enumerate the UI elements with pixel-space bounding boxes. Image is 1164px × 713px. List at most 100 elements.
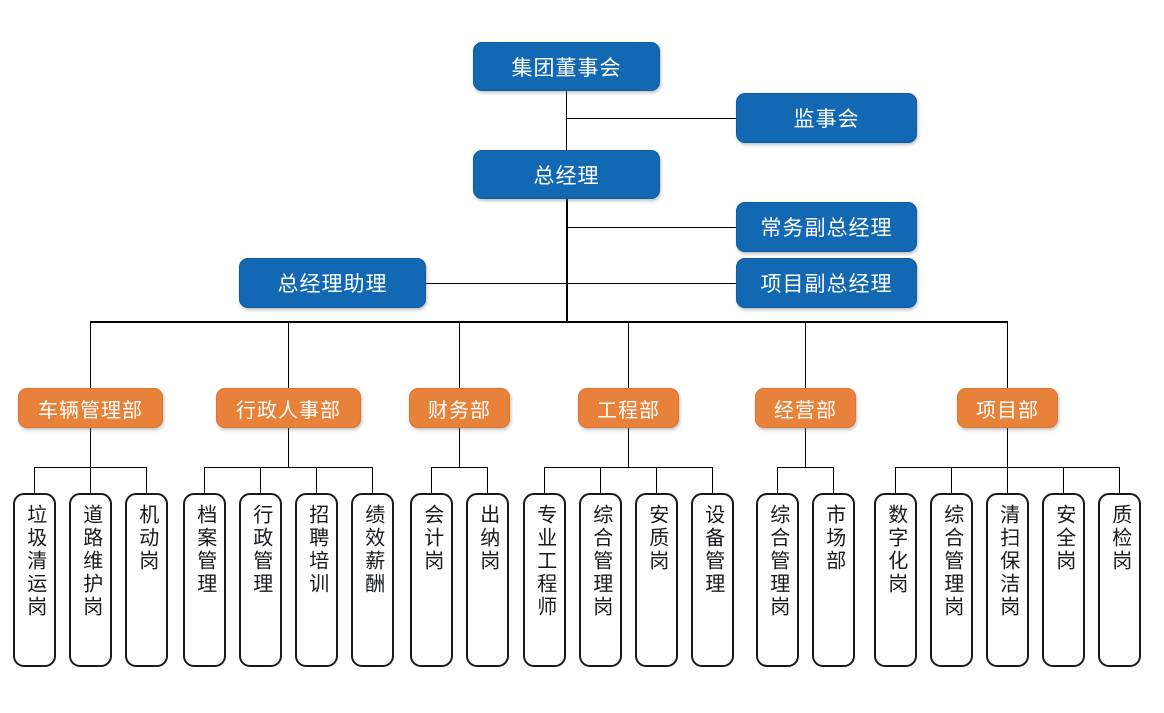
stem-project — [1007, 425, 1009, 467]
node-position-p12-label: 安质岗 — [645, 504, 668, 573]
node-supervisory-board-label: 监事会 — [793, 108, 860, 131]
drop-to-finance — [459, 321, 461, 388]
node-board-of-directors-label: 集团董事会 — [511, 56, 622, 80]
node-position-p10[interactable]: 专业工程师 — [523, 493, 566, 667]
node-position-p19[interactable]: 安全岗 — [1042, 493, 1085, 667]
node-supervisory-board[interactable]: 监事会 — [736, 93, 917, 143]
drop-p7 — [372, 467, 374, 494]
drop-p1 — [34, 467, 36, 494]
node-position-p8[interactable]: 会计岗 — [410, 493, 453, 667]
drop-p11 — [600, 467, 602, 494]
drop-p13 — [712, 467, 714, 494]
node-position-p7-label: 绩效薪酬 — [361, 504, 384, 596]
drop-p20 — [1119, 467, 1121, 494]
node-position-p17-label: 综合管理岗 — [940, 504, 963, 619]
node-position-p7[interactable]: 绩效薪酬 — [351, 493, 394, 667]
node-department-operations[interactable]: 经营部 — [755, 388, 856, 428]
drop-p15 — [833, 467, 835, 494]
node-position-p6-label: 招聘培训 — [305, 504, 328, 596]
drop-p18 — [1007, 467, 1009, 494]
node-position-p3[interactable]: 机动岗 — [125, 493, 168, 667]
bar-engineering — [544, 467, 712, 469]
drop-p17 — [951, 467, 953, 494]
node-project-deputy-gm[interactable]: 项目副总经理 — [736, 258, 917, 308]
node-gm-assistant[interactable]: 总经理助理 — [239, 258, 426, 308]
node-position-p3-label: 机动岗 — [135, 504, 158, 573]
node-department-operations-label: 经营部 — [774, 399, 837, 422]
node-position-p8-label: 会计岗 — [420, 504, 443, 573]
node-department-engineering-label: 工程部 — [597, 399, 660, 422]
connector-gm-to-bus — [566, 199, 568, 322]
connector-gm-to-project-deputy — [566, 283, 736, 285]
node-general-manager[interactable]: 总经理 — [473, 150, 660, 199]
node-position-p6[interactable]: 招聘培训 — [295, 493, 338, 667]
node-department-admin-hr[interactable]: 行政人事部 — [216, 388, 361, 428]
node-position-p11[interactable]: 综合管理岗 — [579, 493, 622, 667]
drop-p5 — [260, 467, 262, 494]
connector-gmline-to-supervisory — [566, 118, 736, 120]
node-board-of-directors[interactable]: 集团董事会 — [473, 42, 660, 91]
stem-finance — [459, 425, 461, 467]
node-position-p9[interactable]: 出纳岗 — [466, 493, 509, 667]
node-position-p1-label: 垃圾清运岗 — [23, 504, 46, 619]
node-position-p14[interactable]: 综合管理岗 — [756, 493, 799, 667]
node-general-manager-label: 总经理 — [533, 164, 600, 188]
stem-operations — [805, 425, 807, 467]
node-position-p2[interactable]: 道路维护岗 — [69, 493, 112, 667]
node-position-p9-label: 出纳岗 — [476, 504, 499, 573]
node-project-deputy-gm-label: 项目副总经理 — [760, 273, 893, 296]
drop-p10 — [544, 467, 546, 494]
node-position-p15-label: 市场部 — [822, 504, 845, 573]
node-position-p12[interactable]: 安质岗 — [635, 493, 678, 667]
node-position-p18[interactable]: 清扫保洁岗 — [986, 493, 1029, 667]
node-position-p13-label: 设备管理 — [701, 504, 724, 596]
drop-to-engineering — [628, 321, 630, 388]
stem-admin-hr — [288, 425, 290, 467]
node-executive-deputy-gm-label: 常务副总经理 — [760, 217, 893, 240]
drop-p4 — [204, 467, 206, 494]
stem-engineering — [628, 425, 630, 467]
node-department-finance[interactable]: 财务部 — [409, 388, 510, 428]
drop-to-project — [1007, 321, 1009, 388]
node-position-p15[interactable]: 市场部 — [812, 493, 855, 667]
node-position-p19-label: 安全岗 — [1052, 504, 1075, 573]
connector-board-to-gm — [566, 91, 568, 150]
node-position-p20[interactable]: 质检岗 — [1098, 493, 1141, 667]
node-position-p13[interactable]: 设备管理 — [691, 493, 734, 667]
node-position-p16-label: 数字化岗 — [884, 504, 907, 596]
node-department-admin-hr-label: 行政人事部 — [236, 399, 341, 422]
drop-p6 — [316, 467, 318, 494]
drop-p12 — [656, 467, 658, 494]
drop-p9 — [487, 467, 489, 494]
node-position-p18-label: 清扫保洁岗 — [996, 504, 1019, 619]
node-position-p16[interactable]: 数字化岗 — [874, 493, 917, 667]
connector-assistant-to-gm-stem — [425, 283, 567, 285]
node-department-vehicle[interactable]: 车辆管理部 — [18, 388, 163, 428]
drop-p19 — [1063, 467, 1065, 494]
drop-p16 — [895, 467, 897, 494]
connector-gm-to-executive-deputy — [566, 227, 736, 229]
node-position-p20-label: 质检岗 — [1108, 504, 1131, 573]
node-department-vehicle-label: 车辆管理部 — [38, 399, 143, 422]
drop-p2 — [90, 467, 92, 494]
node-department-project-label: 项目部 — [976, 399, 1039, 422]
drop-to-operations — [805, 321, 807, 388]
drop-to-vehicle — [90, 321, 92, 388]
node-position-p17[interactable]: 综合管理岗 — [930, 493, 973, 667]
node-position-p10-label: 专业工程师 — [533, 504, 556, 619]
node-position-p11-label: 综合管理岗 — [589, 504, 612, 619]
department-bus-line — [90, 321, 1008, 323]
node-department-engineering[interactable]: 工程部 — [578, 388, 679, 428]
node-position-p1[interactable]: 垃圾清运岗 — [13, 493, 56, 667]
node-department-project[interactable]: 项目部 — [957, 388, 1058, 428]
drop-p8 — [431, 467, 433, 494]
node-executive-deputy-gm[interactable]: 常务副总经理 — [736, 202, 917, 252]
drop-to-admin-hr — [288, 321, 290, 388]
node-position-p5-label: 行政管理 — [249, 504, 272, 596]
node-position-p5[interactable]: 行政管理 — [239, 493, 282, 667]
drop-p3 — [146, 467, 148, 494]
node-position-p2-label: 道路维护岗 — [79, 504, 102, 619]
stem-vehicle — [90, 425, 92, 467]
node-position-p4[interactable]: 档案管理 — [183, 493, 226, 667]
